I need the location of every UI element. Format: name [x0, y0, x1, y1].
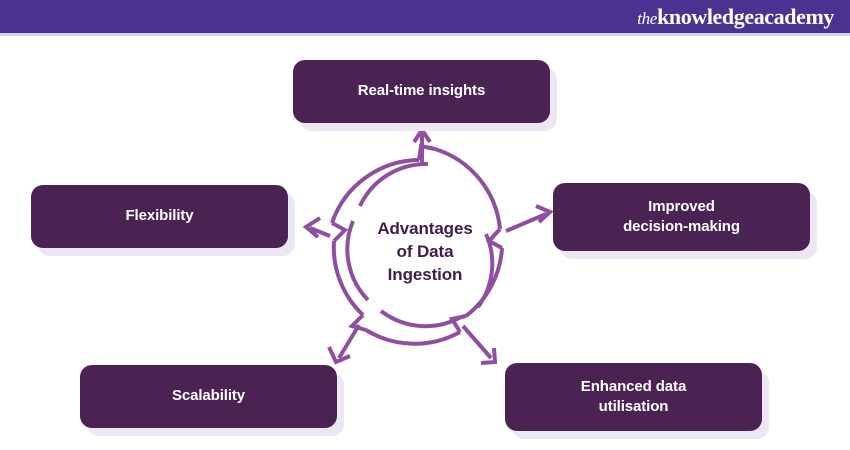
- node-box-scalability[interactable]: Scalability: [80, 365, 337, 428]
- node-label-improved-decision-making: Improved decision-making: [623, 197, 740, 238]
- arrow-left-head: [302, 216, 322, 239]
- center-label-line-1: Advantages: [377, 219, 473, 238]
- logo-prefix-text: the: [637, 8, 658, 28]
- center-label-line-3: Ingestion: [387, 264, 463, 284]
- ring-notch-bottom-right: [448, 314, 467, 334]
- page-header: theknowledgeacademy: [0, 0, 850, 36]
- logo-main-text: knowledgeacademy: [657, 3, 834, 29]
- inner-arc-bottom: [379, 309, 462, 329]
- arrow-bottom-right-shaft: [461, 324, 493, 360]
- arrow-top-head: [412, 126, 432, 144]
- inner-arc-left: [345, 220, 370, 302]
- arrow-right-shaft: [505, 212, 547, 233]
- node-box-enhanced-data-utilisation[interactable]: Enhanced data utilisation: [505, 363, 762, 431]
- node-label-real-time-insights: Real-time insights: [357, 82, 486, 100]
- arrow-right-head: [535, 204, 554, 224]
- ring-arc-top-right: [434, 147, 502, 230]
- node-label-enhanced-data-utilisation: Enhanced data utilisation: [580, 377, 687, 418]
- ring-arc-bottom: [364, 328, 461, 346]
- cycle-ring-graphic: [302, 126, 554, 365]
- node-box-improved-decision-making[interactable]: Improved decision-making: [553, 183, 810, 251]
- arrow-bottom-right-head: [480, 347, 498, 365]
- diagram-stage: Advantages of Data Ingestion Real-time i…: [0, 36, 850, 450]
- diagram-center-label: Advantages of Data Ingestion: [355, 218, 495, 287]
- ring-notch-upper-left: [331, 221, 349, 243]
- brand-logo: theknowledgeacademy: [637, 3, 834, 29]
- ring-arc-top-left: [330, 158, 420, 224]
- node-label-improved-line-2: decision-making: [623, 218, 740, 235]
- center-label-line-2: of Data: [396, 241, 454, 261]
- ring-arc-right: [464, 247, 504, 318]
- node-label-improved-line-1: Improved: [648, 197, 715, 215]
- node-label-flexibility: Flexibility: [125, 207, 194, 225]
- arrow-bottom-left-head: [327, 346, 351, 365]
- arrow-left-shaft: [309, 226, 331, 238]
- node-label-enhanced-line-2: utilisation: [598, 398, 669, 415]
- node-box-flexibility[interactable]: Flexibility: [31, 185, 288, 248]
- ring-arc-left: [331, 240, 365, 317]
- arrow-bottom-left-shaft: [337, 323, 361, 360]
- node-label-scalability: Scalability: [171, 387, 246, 405]
- node-box-real-time-insights[interactable]: Real-time insights: [293, 60, 550, 123]
- node-label-enhanced-line-1: Enhanced data: [580, 377, 687, 395]
- ring-notch-lower-left: [348, 313, 367, 332]
- inner-arc-right: [476, 233, 495, 309]
- inner-arc-top: [358, 161, 429, 207]
